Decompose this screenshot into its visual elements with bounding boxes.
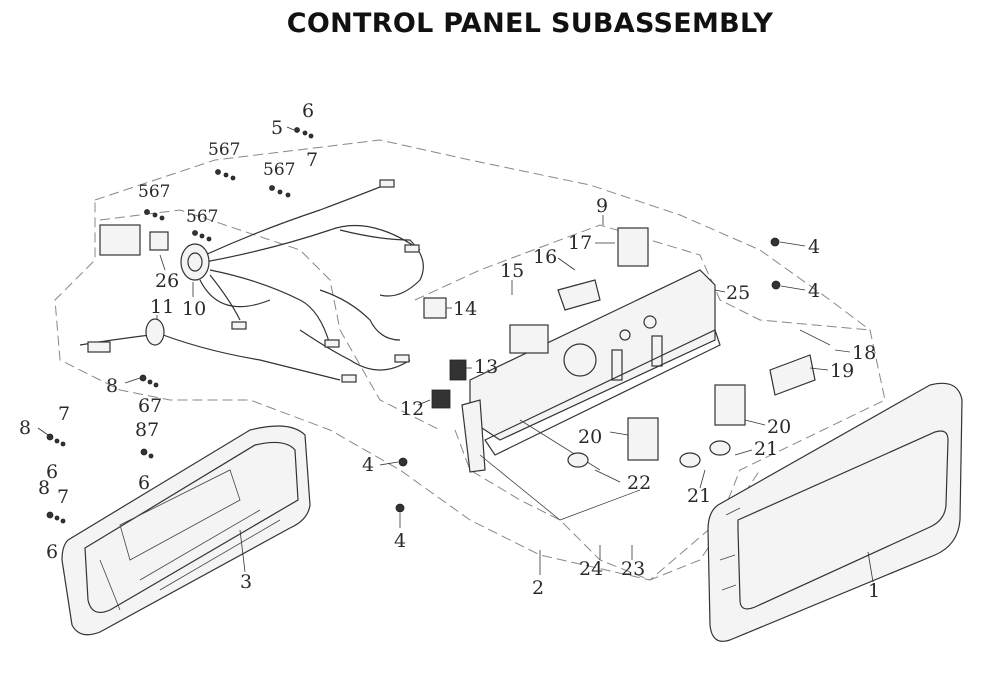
part-3-rear-panel [61,425,311,636]
callout-25: 25 [726,282,750,304]
part-1-bezel [707,382,963,642]
callout-15: 15 [500,260,524,282]
callout-87: 87 [135,419,159,441]
callout-24: 24 [579,558,603,580]
diagram-title: CONTROL PANEL SUBASSEMBLY [286,8,774,39]
callout-13: 13 [474,356,498,378]
outlets-breakers [567,329,851,560]
callout-12: 12 [400,398,424,420]
callout-5: 5 [271,117,283,139]
callout-9: 9 [596,195,608,217]
callout-16: 16 [533,246,557,268]
callout-22: 22 [627,472,651,494]
callout-3: 3 [240,571,252,593]
callout-7-top: 7 [306,149,318,171]
upper-modules [509,215,649,354]
callout-19: 19 [830,360,854,382]
callout-1: 1 [868,580,880,602]
callout-567-a: 567 [208,140,240,160]
part-11-grommet [87,315,165,353]
callout-17: 17 [568,232,592,254]
callout-labels: 1 2 3 4 4 4 4 5 6 7 567 567 567 567 8 67… [19,100,880,602]
callout-7-c: 7 [57,486,69,508]
callout-11: 11 [150,296,174,318]
switches [417,297,472,409]
fasteners [37,126,806,528]
callout-20-right: 20 [767,416,791,438]
grouping-outlines [54,139,886,581]
callout-4-mid: 4 [808,280,820,302]
callout-10: 10 [182,298,206,320]
callout-14: 14 [453,298,477,320]
callout-18: 18 [852,342,876,364]
callout-567-b: 567 [263,160,295,180]
wiring-harness [79,179,424,383]
callout-4-left: 4 [362,454,374,476]
callout-26: 26 [155,270,179,292]
callout-6-top: 6 [302,100,314,122]
part-25-main-plate [461,269,726,575]
callout-21-right: 21 [754,438,778,460]
callout-567-c: 567 [138,182,170,202]
callout-6-d: 6 [46,541,58,563]
callout-67: 67 [138,395,162,417]
part-10-connector [99,224,210,297]
callout-4-top: 4 [808,236,820,258]
callout-6-c: 6 [138,472,150,494]
callout-20-left: 20 [578,426,602,448]
callout-4-bottom: 4 [394,530,406,552]
callout-567-d: 567 [186,207,218,227]
callout-8-a: 8 [106,375,118,397]
callout-8-b: 8 [19,417,31,439]
callout-8-c: 8 [38,477,50,499]
callout-21-bottom: 21 [687,485,711,507]
callout-6-b: 6 [46,461,58,483]
callout-23: 23 [621,558,645,580]
callout-2: 2 [532,577,544,599]
callout-7-b: 7 [58,403,70,425]
